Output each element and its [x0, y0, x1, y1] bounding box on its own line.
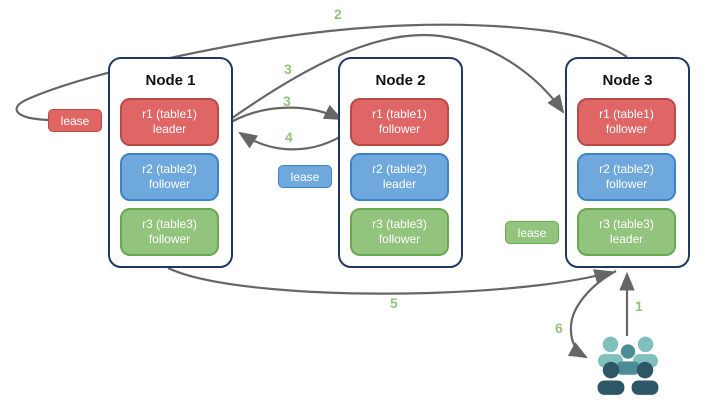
- node2-replica-r1: r1 (table1) follower: [350, 98, 449, 146]
- replica-label: r2 (table2): [372, 161, 427, 176]
- node1-replica-r2: r2 (table2) follower: [120, 153, 219, 201]
- step-label-5: 5: [390, 295, 398, 311]
- replica-label: r1 (table1): [142, 106, 197, 121]
- step-label-6: 6: [555, 320, 563, 336]
- replica-label: r1 (table1): [599, 106, 654, 121]
- users-group-icon: [597, 336, 659, 395]
- arrow-step2-lease-transfer: [15, 23, 628, 129]
- lease-tag-green: lease: [505, 221, 559, 244]
- replica-role: leader: [152, 122, 187, 136]
- replica-role: follower: [605, 122, 648, 136]
- node-3-container: Node 3 r1 (table1) follower r2 (table2) …: [565, 57, 690, 268]
- replica-role: follower: [605, 177, 648, 191]
- step-label-1: 1: [635, 298, 643, 314]
- node2-replica-r3: r3 (table3) follower: [350, 208, 449, 256]
- replica-label: r3 (table3): [372, 216, 427, 231]
- replica-label: r3 (table3): [142, 216, 197, 231]
- arrow-step3-replicate-to-node3: [224, 33, 565, 124]
- step-label-3a: 3: [284, 61, 292, 77]
- replica-role: leader: [382, 177, 417, 191]
- node-2-title: Node 2: [375, 72, 426, 89]
- arrow-step6-node3-to-users: [567, 270, 617, 359]
- replica-label: r2 (table2): [599, 161, 654, 176]
- node-1-container: Node 1 r1 (table1) leader r2 (table2) fo…: [108, 57, 233, 268]
- node1-replica-r3: r3 (table3) follower: [120, 208, 219, 256]
- node3-replica-r3: r3 (table3) leader: [577, 208, 676, 256]
- replica-role: leader: [609, 232, 644, 246]
- step-label-3b: 3: [283, 93, 291, 109]
- replica-role: follower: [148, 177, 191, 191]
- replica-role: follower: [378, 232, 421, 246]
- lease-tag-red: lease: [48, 109, 102, 132]
- lease-tag-blue: lease: [278, 165, 332, 188]
- node1-replica-r1: r1 (table1) leader: [120, 98, 219, 146]
- replica-role: follower: [378, 122, 421, 136]
- node-1-title: Node 1: [145, 72, 196, 89]
- replica-label: r2 (table2): [142, 161, 197, 176]
- arrow-step4-ack-to-node1: [238, 131, 349, 151]
- replica-label: r1 (table1): [372, 106, 427, 121]
- step-label-4: 4: [285, 129, 293, 145]
- replica-role: follower: [148, 232, 191, 246]
- node-3-title: Node 3: [602, 72, 653, 89]
- node2-replica-r2: r2 (table2) leader: [350, 153, 449, 201]
- node-2-container: Node 2 r1 (table1) follower r2 (table2) …: [338, 57, 463, 268]
- arrow-step5-node1-to-node3: [167, 267, 614, 295]
- replica-label: r3 (table3): [599, 216, 654, 231]
- node3-replica-r1: r1 (table1) follower: [577, 98, 676, 146]
- step-label-2: 2: [334, 6, 342, 22]
- arrow-step3-replicate-to-node2: [225, 104, 343, 126]
- node3-replica-r2: r2 (table2) follower: [577, 153, 676, 201]
